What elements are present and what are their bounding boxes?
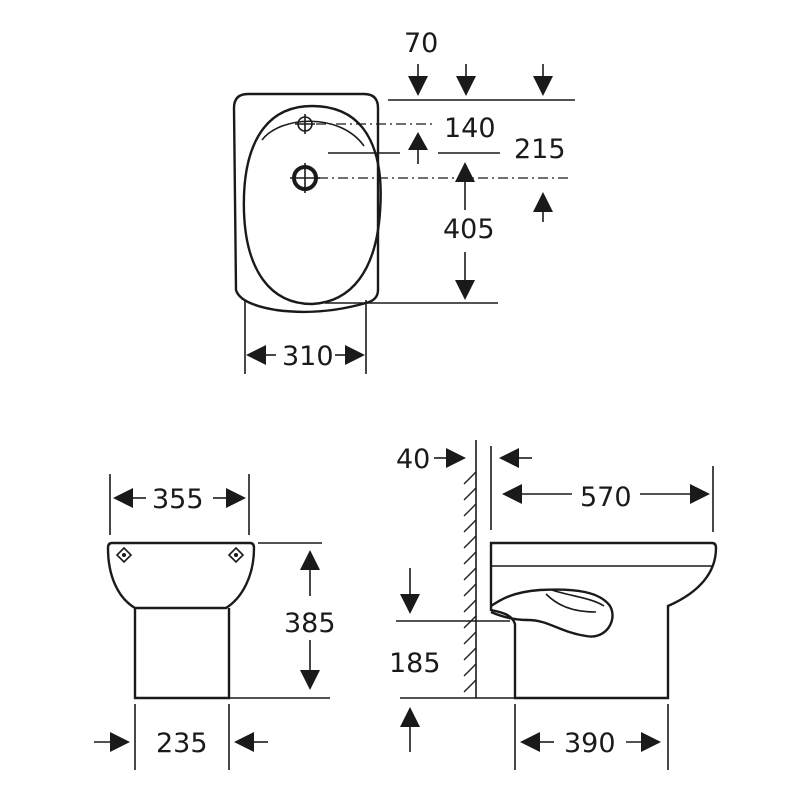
dim-70-arrow	[456, 76, 476, 96]
dim-215-label: 215	[514, 134, 566, 165]
dim-70-arrow	[408, 76, 428, 96]
dim-405-label: 405	[443, 214, 495, 245]
dim-40-arrow	[446, 448, 466, 468]
dim-385-label: 385	[284, 608, 336, 639]
dim-185-arrow	[400, 594, 420, 614]
dim-355-label: 355	[152, 484, 204, 515]
dim-570-arrow	[690, 484, 710, 504]
tap-diamond-icon	[227, 546, 245, 564]
dim-235-arrow	[110, 732, 130, 752]
dim-355-arrow	[226, 488, 246, 508]
dim-570-label: 570	[580, 482, 632, 513]
dim-235-label: 235	[156, 728, 208, 759]
front-view: 355 385 235	[94, 474, 336, 770]
dim-140-label: 140	[444, 113, 496, 144]
wall-hatch	[463, 440, 477, 698]
dim-385-arrow	[300, 550, 320, 570]
dim-310-arrow	[345, 345, 365, 365]
dim-215-arrow	[533, 192, 553, 212]
rim-curve	[261, 120, 365, 147]
side-view: 40 570 185 390	[389, 440, 718, 770]
drain-icon	[290, 163, 320, 193]
dim-405-arrow	[455, 280, 475, 300]
top-view-outline	[232, 92, 380, 314]
dim-215-arrow	[533, 76, 553, 96]
dim-235-arrow	[234, 732, 254, 752]
dim-140-arrow	[408, 132, 428, 150]
dim-310-label: 310	[282, 341, 334, 372]
dim-390-arrow	[520, 732, 540, 752]
dim-70-label: 70	[404, 28, 438, 59]
dim-390-label: 390	[564, 728, 616, 759]
dim-405-arrow	[455, 162, 475, 182]
dim-385-arrow	[300, 670, 320, 690]
front-pedestal-outline	[133, 608, 231, 700]
bowl-outline	[242, 104, 382, 306]
dim-185-arrow	[400, 707, 420, 727]
dim-390-arrow	[641, 732, 661, 752]
dim-40-arrow	[499, 448, 519, 468]
dim-185-label: 185	[389, 648, 441, 679]
dim-355-arrow	[113, 488, 133, 508]
top-view: 70 140 215 405 310	[232, 28, 575, 374]
dim-310-arrow	[246, 345, 266, 365]
dim-570-arrow	[502, 484, 522, 504]
side-bowl-outline	[489, 541, 718, 700]
dim-40-label: 40	[396, 444, 430, 475]
front-bowl-outline	[106, 541, 256, 610]
tap-diamond-icon	[115, 546, 133, 564]
tap-hole-icon	[295, 114, 315, 134]
outlet-trap	[490, 588, 614, 638]
